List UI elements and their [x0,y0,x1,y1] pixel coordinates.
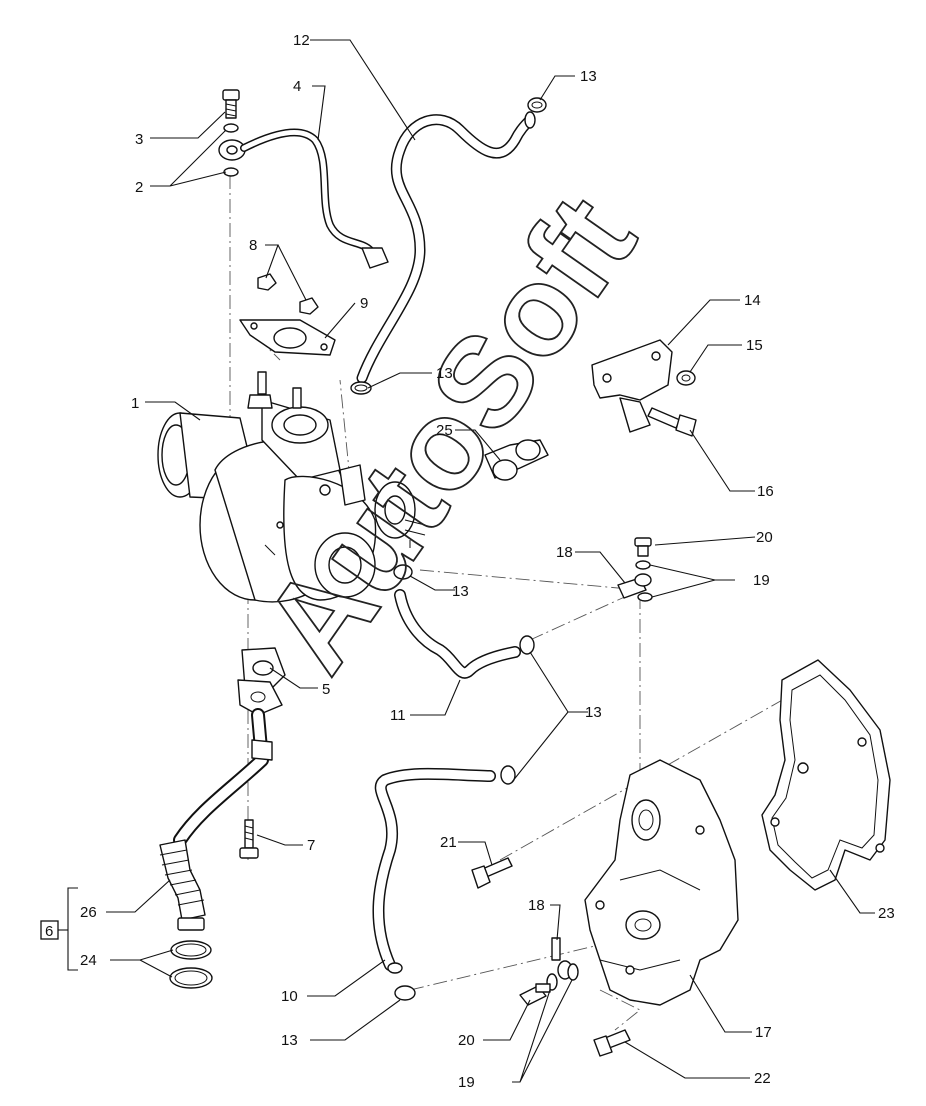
callout-17: 17 [755,1024,772,1041]
hose-clamp-f[interactable] [394,985,416,1001]
callout-18a: 18 [556,544,573,561]
callout-18b: 18 [528,897,545,914]
sealing-washer-r2[interactable] [637,592,653,602]
callout-13d: 13 [585,704,602,721]
corrugated-hose[interactable] [159,839,206,931]
flange-gasket[interactable] [241,647,286,691]
callout-13b: 13 [436,365,453,382]
callout-2: 2 [135,179,143,196]
hose-clamp-e[interactable] [500,765,516,785]
coolant-hose-long[interactable] [356,111,536,384]
o-ring-lower[interactable] [169,967,213,989]
callout-5: 5 [322,681,330,698]
turbocharger-part[interactable] [157,371,426,603]
callout-19b: 19 [458,1074,475,1091]
banjo-bolt-part[interactable] [222,89,240,119]
banjo-bolt-lower[interactable] [519,983,551,1006]
callout-13c: 13 [452,583,469,600]
flange-bolt[interactable] [239,819,259,859]
callout-20b: 20 [458,1032,475,1049]
callout-21: 21 [440,834,457,851]
nut-right[interactable] [299,297,319,315]
callout-6: 6 [45,923,53,940]
sealing-washer-upper[interactable] [223,123,239,133]
housing-bolt-21[interactable] [471,857,513,889]
oil-feed-pipe[interactable] [240,128,389,269]
callout-22: 22 [754,1070,771,1087]
mounting-bracket[interactable] [591,339,673,433]
kit-bracket [40,887,78,971]
bracket-bolt[interactable] [647,407,697,437]
banjo-bolt-upper[interactable] [634,537,652,557]
callout-14: 14 [744,292,761,309]
housing-bolt-22[interactable] [593,1029,631,1057]
callout-10: 10 [281,988,298,1005]
callout-15: 15 [746,337,763,354]
callout-numbers: 1 2 3 4 5 6 7 8 9 10 11 12 13 13 13 13 1… [45,32,895,1091]
hose-clip[interactable] [676,370,696,386]
sealing-washer-lower[interactable] [223,167,239,177]
callout-25: 25 [436,422,453,439]
callout-12: 12 [293,32,310,49]
hose-clamp-c[interactable] [393,564,413,580]
gasket[interactable] [239,319,336,356]
callout-3: 3 [135,131,143,148]
sealing-washer-r1[interactable] [635,560,651,570]
callout-13a: 13 [580,68,597,85]
o-ring-upper[interactable] [170,940,212,960]
callout-9: 9 [360,295,368,312]
sealing-washer-r3[interactable] [567,963,579,981]
banjo-fitting[interactable] [218,139,246,161]
callout-13e: 13 [281,1032,298,1049]
callout-7: 7 [307,837,315,854]
pump-housing[interactable] [584,759,739,1006]
double-hose-clip[interactable] [484,439,549,481]
callout-16: 16 [757,483,774,500]
callout-20a: 20 [756,529,773,546]
callout-8: 8 [249,237,257,254]
oil-drain-pipe[interactable] [173,679,283,847]
coolant-hose-return[interactable] [394,589,521,679]
callout-11: 11 [390,707,406,724]
nut-left[interactable] [257,273,277,291]
hose-clamp-b[interactable] [350,381,372,395]
callout-23: 23 [878,905,895,922]
coolant-hose-lower[interactable] [372,767,496,974]
callout-24: 24 [80,952,97,969]
callout-26: 26 [80,904,97,921]
hose-clamp-a[interactable] [527,97,547,113]
callout-4: 4 [293,78,301,95]
hose-clamp-d[interactable] [519,635,535,655]
housing-gasket[interactable] [761,659,891,891]
callout-19a: 19 [753,572,770,589]
leader-lines [106,39,875,1083]
callout-1: 1 [131,395,139,412]
